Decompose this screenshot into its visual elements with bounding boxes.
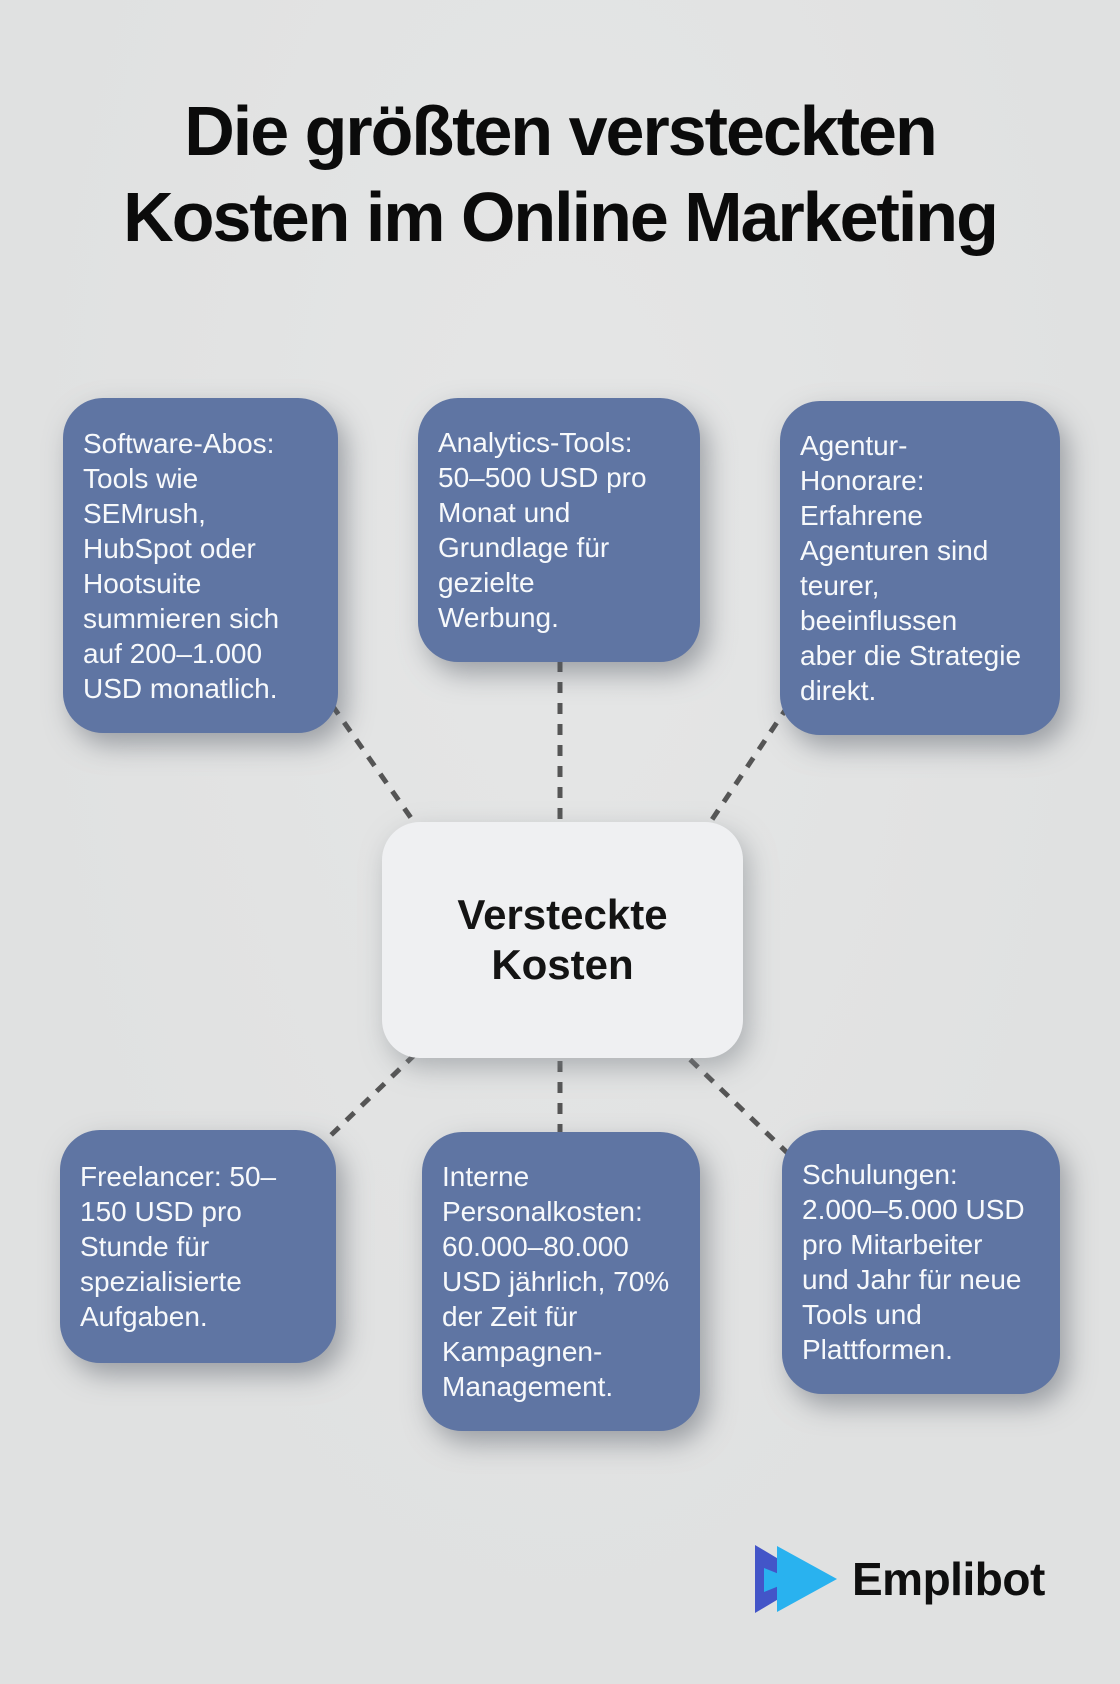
connector-line bbox=[673, 1043, 802, 1167]
node-text: Interne Personalkosten: 60.000–80.000 US… bbox=[442, 1161, 670, 1402]
connector-line bbox=[692, 686, 803, 847]
emplibot-play-icon bbox=[755, 1545, 837, 1613]
connector-line bbox=[303, 1038, 432, 1162]
connector-line bbox=[317, 686, 433, 847]
node-box-software-abos: Software-Abos: Tools wie SEMrush, HubSpo… bbox=[63, 398, 338, 733]
node-box-analytics-tools: Analytics-Tools: 50–500 USD pro Monat un… bbox=[418, 398, 700, 662]
node-text: Agentur- Honorare: Erfahrene Agenturen s… bbox=[800, 430, 1022, 706]
node-text: Analytics-Tools: 50–500 USD pro Monat un… bbox=[438, 427, 647, 633]
node-text: Freelancer: 50– 150 USD pro Stunde für s… bbox=[80, 1161, 277, 1332]
center-node-label: Versteckte Kosten bbox=[457, 891, 668, 988]
emplibot-logo-text: Emplibot bbox=[852, 1553, 1045, 1605]
node-text: Schulungen: 2.000–5.000 USD pro Mitarbei… bbox=[802, 1159, 1025, 1365]
node-box-agentur-honorare: Agentur- Honorare: Erfahrene Agenturen s… bbox=[780, 401, 1060, 735]
emplibot-logo: Emplibot bbox=[755, 1544, 1045, 1614]
node-box-interne-personalkosten: Interne Personalkosten: 60.000–80.000 US… bbox=[422, 1132, 700, 1431]
page-title: Die größten versteckten Kosten im Online… bbox=[123, 92, 999, 256]
node-box-freelancer: Freelancer: 50– 150 USD pro Stunde für s… bbox=[60, 1130, 336, 1363]
center-node-versteckte-kosten: Versteckte Kosten bbox=[382, 822, 743, 1058]
node-box-schulungen: Schulungen: 2.000–5.000 USD pro Mitarbei… bbox=[782, 1130, 1060, 1394]
node-text: Software-Abos: Tools wie SEMrush, HubSpo… bbox=[83, 427, 280, 704]
